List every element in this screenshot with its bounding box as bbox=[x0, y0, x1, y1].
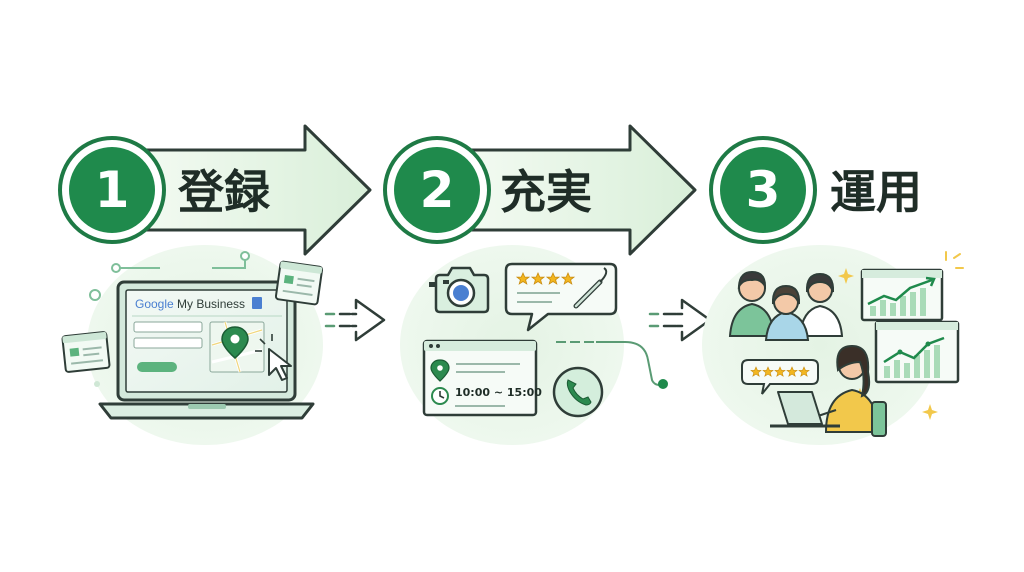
floating-card-left bbox=[61, 331, 111, 373]
step-2-number: 2 bbox=[420, 161, 455, 219]
step-2-label: 充実 bbox=[500, 165, 592, 219]
panel-2-connector-line bbox=[556, 341, 668, 389]
step-1-header: 1 登録 bbox=[58, 124, 372, 256]
business-hours-text: 10:00 ~ 15:00 bbox=[455, 386, 542, 399]
panel-2-enrichment: 10:00 ~ 15:00 bbox=[400, 245, 668, 445]
connector-arrow-2-3 bbox=[648, 298, 712, 342]
step-1-badge bbox=[69, 147, 155, 233]
review-speech-bubble bbox=[504, 262, 618, 332]
step-2-badge bbox=[394, 147, 480, 233]
map-card bbox=[209, 321, 265, 373]
gmb-store-icon bbox=[252, 297, 262, 309]
step-3-badge bbox=[720, 147, 806, 233]
panel-3-operation bbox=[702, 245, 964, 445]
small-review-bubble bbox=[741, 359, 819, 395]
step-1-number: 1 bbox=[95, 161, 130, 219]
panel-1-registration: Google My Business bbox=[61, 245, 324, 445]
camera-icon bbox=[429, 266, 490, 314]
form-field-2 bbox=[133, 337, 203, 349]
gmb-title: Google My Business bbox=[135, 297, 245, 311]
business-hours-card: 10:00 ~ 15:00 bbox=[422, 339, 542, 417]
connector-arrow-1-2 bbox=[324, 298, 386, 342]
growth-chart-card-2 bbox=[874, 320, 960, 384]
dental-mirror-icon bbox=[573, 267, 608, 309]
woman-at-laptop-illustration bbox=[770, 344, 887, 437]
form-submit-button bbox=[137, 362, 177, 372]
step-1-label: 登録 bbox=[177, 165, 271, 219]
step-3-number: 3 bbox=[746, 161, 781, 219]
floating-card-right bbox=[274, 260, 324, 306]
panel-1-connector-lines bbox=[118, 258, 246, 269]
step-3-header: 3 運用 bbox=[709, 136, 922, 244]
growth-chart-card-1 bbox=[860, 268, 944, 322]
small-review-stars bbox=[750, 366, 810, 377]
click-cursor-icon bbox=[255, 334, 292, 381]
step-1-arrow bbox=[128, 124, 372, 256]
form-field-1 bbox=[133, 321, 203, 333]
phone-icon bbox=[552, 366, 604, 418]
step-3-label: 運用 bbox=[830, 165, 922, 219]
step-2-header: 2 充実 bbox=[383, 124, 697, 256]
review-stars bbox=[515, 272, 576, 285]
staff-group-illustration bbox=[728, 270, 844, 341]
step-2-arrow bbox=[453, 124, 697, 256]
